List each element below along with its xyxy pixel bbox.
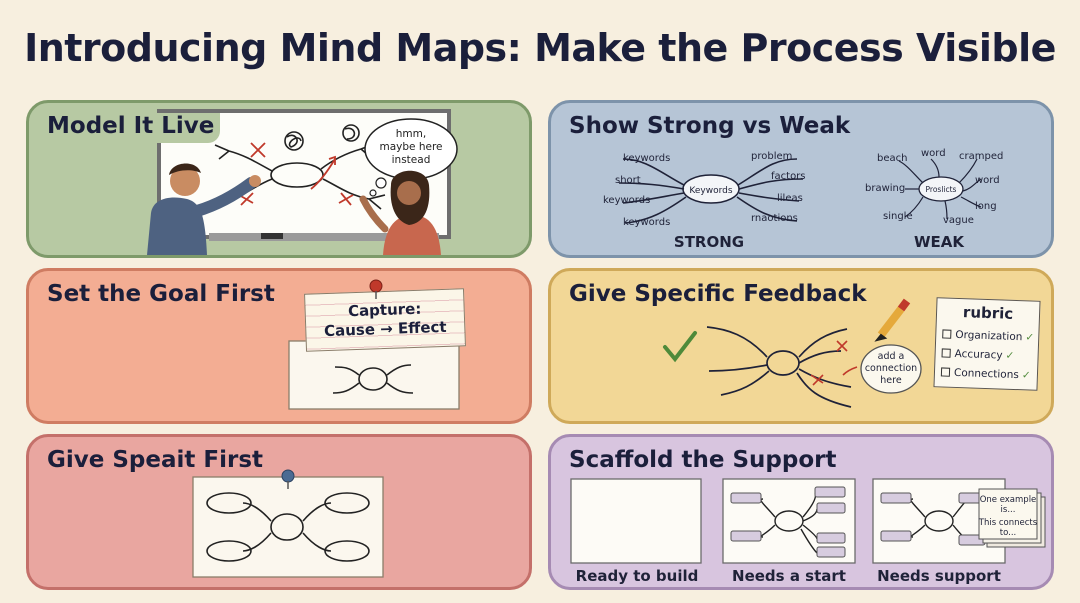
weak-word: cramped [959,151,1003,162]
caption-needs-support: Needs support [877,567,1001,585]
strong-word: factors [771,171,806,182]
card-line-3: This connects [978,518,1038,528]
teacher-figure [147,163,261,255]
pushpin-icon [369,279,383,299]
speech-line-2: maybe here [380,141,443,153]
weak-word: word [975,175,1000,186]
sheet-supported: One example is... This connects to... [872,478,1046,564]
rubric-item: Accuracy✓ [941,347,1015,362]
weak-center-label: Proslicts [926,185,957,194]
panel-specific-feedback: Give Specific Feedback add a connection … [548,268,1054,424]
strong-word: lileas [777,193,803,204]
marker [261,233,283,239]
weak-word: single [883,211,913,222]
panel-title-scaffold: Scaffold the Support [569,447,837,473]
weak-caption: WEAK [914,233,965,251]
whiteboard-scene: hmm, maybe here instead [147,109,458,255]
caption-ready: Ready to build [575,567,699,585]
rubric-title: rubric [962,303,1014,323]
card-line-4: to... [1000,528,1017,538]
strong-word: problem [751,151,792,162]
thought-bubble: hmm, maybe here instead [364,118,458,197]
checkmark-icon: ✓ [1025,331,1035,344]
weak-word: beach [877,153,907,164]
checkmark-icon: ✓ [1005,349,1015,362]
panel-scaffold: Scaffold the Support [548,434,1054,590]
strong-word: keywords [603,195,650,206]
checkbox-icon [942,329,952,339]
panel-speak-first: Give Speait First [26,434,532,590]
student-figure [359,170,441,255]
panel-model-it-live: Model It Live [26,100,532,258]
panel-strong-vs-weak: Show Strong vs Weak Keywords keywords sh… [548,100,1054,258]
page-title: Introducing Mind Maps: Make the Process … [24,26,1056,70]
strong-map: Keywords keywords short keywords keyword… [603,151,806,251]
weak-map: Proslicts beach word cramped brawing wor… [865,148,1003,251]
card-line-2: is... [1001,505,1016,515]
checkbox-icon [940,367,951,377]
rubric-card: rubric Organization✓ Accuracy✓ Connectio… [933,297,1041,391]
rubric-item: Organization✓ [942,328,1035,344]
strong-caption: STRONG [674,233,744,251]
bubble-line-3: here [880,375,902,386]
bubble-line-1: add a [878,351,905,362]
sentence-starter-cards: One example is... This connects to... [978,488,1046,548]
strong-word: short [615,175,641,186]
goal-note-line-2: Cause → Effect [323,317,447,341]
strong-word: rnaotions [751,213,798,224]
feedback-map: add a connection here [663,298,922,408]
checkbox-icon [941,348,951,358]
rubric-item: Connections✓ [940,366,1031,382]
pencil-icon [874,298,911,342]
panel-title-feedback: Give Specific Feedback [569,281,867,307]
strong-word: keywords [623,217,670,228]
panel-title-model: Model It Live [47,113,221,143]
sheet-partial [722,478,856,564]
weak-word: brawing [865,183,905,194]
bubble-line-2: connection [865,363,917,374]
panel-title-goal: Set the Goal First [47,281,275,307]
strong-center-label: Keywords [689,186,732,196]
speech-line-1: hmm, [396,128,426,140]
strong-word: keywords [623,153,670,164]
panel-set-goal: Set the Goal First Capture: Cause → Effe… [26,268,532,424]
weak-word: vague [943,215,974,226]
goal-map-sheet [288,340,460,410]
checkmark-icon [663,331,697,363]
weak-word: word [921,148,946,159]
weak-word: long [975,201,997,212]
sheet-blank [570,478,702,564]
speak-map-sheet [192,476,384,578]
rubric-item-label: Connections [953,366,1020,382]
caption-needs-start: Needs a start [732,567,846,585]
checkmark-icon: ✓ [1021,369,1031,382]
strong-weak-maps: Keywords keywords short keywords keyword… [603,148,1003,251]
feedback-bubble: add a connection here [860,344,922,394]
panel-title-speak: Give Speait First [47,447,264,473]
whiteboard-tray [209,233,439,241]
rubric-item-label: Accuracy [954,347,1003,362]
scaffold-sheets: One example is... This connects to... [570,478,1046,564]
speech-line-3: instead [392,154,431,166]
panel-title-strong-weak: Show Strong vs Weak [569,113,851,139]
rubric-item-label: Organization [955,328,1023,344]
pushpin-icon [281,469,295,489]
card-line-1: One example [980,495,1037,505]
